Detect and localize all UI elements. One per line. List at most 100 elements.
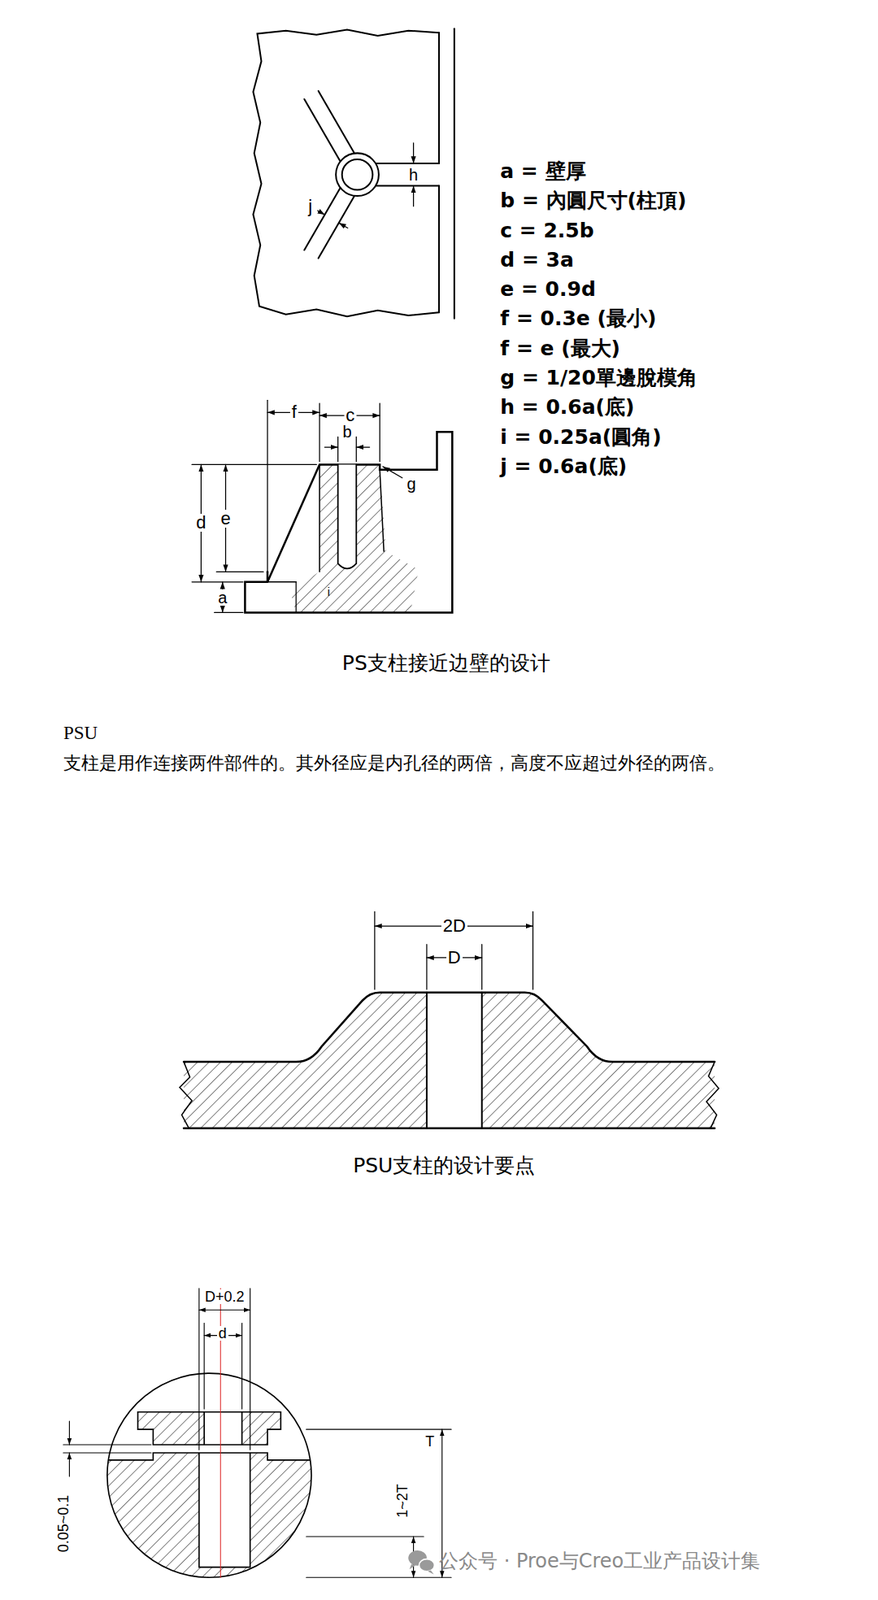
dimension-line (379, 403, 381, 462)
top-view (252, 28, 454, 319)
dimension-line (63, 1443, 152, 1445)
dimension-formula: f = e (最大) (499, 336, 621, 361)
dimension-line (324, 446, 338, 448)
dimension-formula: j = 0.6a(底) (499, 455, 627, 479)
detail-view (96, 1288, 322, 1593)
psu-boss (425, 992, 428, 1129)
wechat-icon (409, 1564, 417, 1570)
dimension-line (412, 186, 414, 207)
dimension-formula: c = 2.5b (499, 218, 594, 243)
dimension-formula: e = 0.9d (499, 278, 596, 302)
dimension-line (317, 143, 414, 229)
wechat-icon (427, 1569, 435, 1574)
dimension-line (216, 571, 264, 573)
dimension-line (374, 911, 534, 989)
dimension-label: e (218, 509, 232, 528)
top-view (335, 152, 379, 196)
top-view (453, 28, 456, 319)
section-heading: PSU (63, 721, 98, 744)
dimension-line (306, 1577, 452, 1578)
top-view (376, 185, 439, 187)
dimension-line (266, 399, 268, 577)
detail-view (96, 1412, 322, 1593)
dimension-line (356, 446, 370, 448)
psu-boss (481, 992, 483, 1129)
dimension-label: h (407, 166, 420, 183)
dimension-line (191, 581, 244, 583)
dimension-formula: a = 壁厚 (499, 160, 586, 184)
top-view (318, 195, 355, 258)
dimension-line (249, 1288, 251, 1450)
dimension-formula: h = 0.6a(底) (499, 395, 635, 420)
dimension-label: d (217, 1325, 229, 1341)
dimension-label: D+0.2 (203, 1289, 247, 1304)
section-view (244, 431, 453, 613)
dimension-label: D (446, 948, 463, 967)
dimension-line (69, 1421, 70, 1445)
top-view (376, 162, 439, 165)
dimension-label: d (194, 513, 208, 532)
dimension-line (241, 1323, 243, 1409)
psu-boss (183, 992, 715, 1129)
wechat-icon (408, 1550, 435, 1575)
dimension-formula: g = 1/20單邊脫模角 (499, 366, 698, 391)
dimension-label: f (290, 403, 299, 422)
dimension-line (306, 1429, 452, 1431)
top-view (438, 186, 440, 313)
dimension-line (191, 399, 403, 613)
dimension-label: g (405, 475, 418, 492)
psu-boss (706, 1061, 719, 1129)
psu-boss (426, 992, 483, 1129)
watermark: 公众号 · Proe与Creo工业产品设计集 (439, 1551, 761, 1574)
top-view (304, 187, 340, 250)
section-view (295, 582, 297, 613)
dimension-label: c (343, 406, 357, 425)
dimension-line (317, 210, 326, 215)
dimension-label: T (423, 1434, 436, 1449)
psu-boss (183, 1126, 715, 1130)
section-view (379, 469, 384, 552)
dimension-label: 0.05~0.1 (56, 1492, 71, 1554)
dimension-line (425, 944, 427, 990)
dimension-label: 2D (441, 917, 468, 935)
dimension-line (412, 143, 414, 164)
dimension-line (63, 1451, 152, 1453)
detail-view (96, 1452, 322, 1593)
top-view (318, 91, 355, 153)
dimension-line (214, 612, 244, 613)
dimension-line (63, 1288, 452, 1578)
dimension-line (373, 911, 375, 989)
dimension-line (306, 1535, 424, 1537)
dimension-label: i (327, 585, 331, 599)
dimension-line (204, 1323, 205, 1409)
top-view (304, 99, 340, 161)
figure-caption: PS支柱接近边壁的设计 (342, 651, 551, 676)
dimension-line (356, 436, 357, 461)
figure-caption: PSU支柱的设计要点 (352, 1154, 535, 1178)
top-view (252, 29, 439, 317)
psu-boss (179, 992, 719, 1129)
detail-view (107, 1373, 312, 1578)
dimension-formula: i = 0.25a(圓角) (499, 425, 661, 449)
dimension-label: 1~2T (395, 1482, 410, 1520)
section-view (338, 464, 357, 569)
dimension-line (532, 911, 534, 989)
dimension-label: a (216, 589, 229, 606)
dimension-line (382, 466, 403, 479)
psu-boss (179, 1061, 192, 1129)
section-view (318, 464, 321, 572)
top-view (438, 32, 440, 164)
top-view (342, 159, 374, 191)
dimension-formula: d = 3a (499, 248, 574, 273)
dimension-label: j (306, 197, 314, 216)
dimension-line (191, 464, 317, 466)
dimension-line (481, 944, 483, 990)
section-view (244, 431, 453, 613)
dimension-line (199, 1309, 251, 1311)
wechat-icon (419, 1559, 435, 1572)
illustration (63, 28, 719, 1593)
psu-boss (183, 992, 715, 1062)
dimension-formula: b = 內圓尺寸(柱頂) (499, 189, 687, 213)
